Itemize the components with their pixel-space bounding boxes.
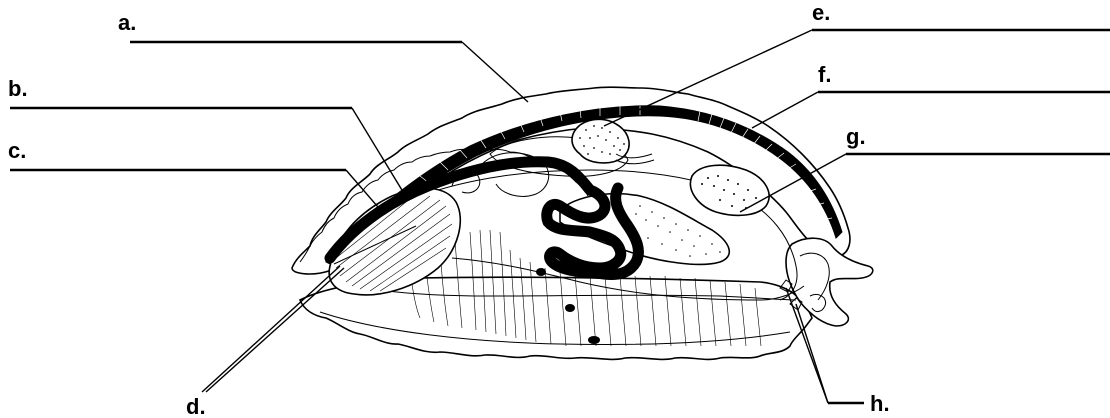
clam-illustration (292, 87, 873, 359)
label-e: e. (812, 0, 830, 25)
pointer-d (202, 266, 340, 392)
label-d: d. (186, 394, 206, 418)
pointer-a (462, 42, 528, 102)
pointer-d2 (206, 268, 344, 392)
label-c: c. (8, 138, 26, 163)
label-h: h. (870, 391, 890, 416)
label-a: a. (118, 10, 136, 35)
label-b: b. (8, 76, 28, 101)
label-g: g. (846, 124, 866, 149)
pointer-f (752, 92, 818, 128)
label-f: f. (818, 62, 831, 87)
